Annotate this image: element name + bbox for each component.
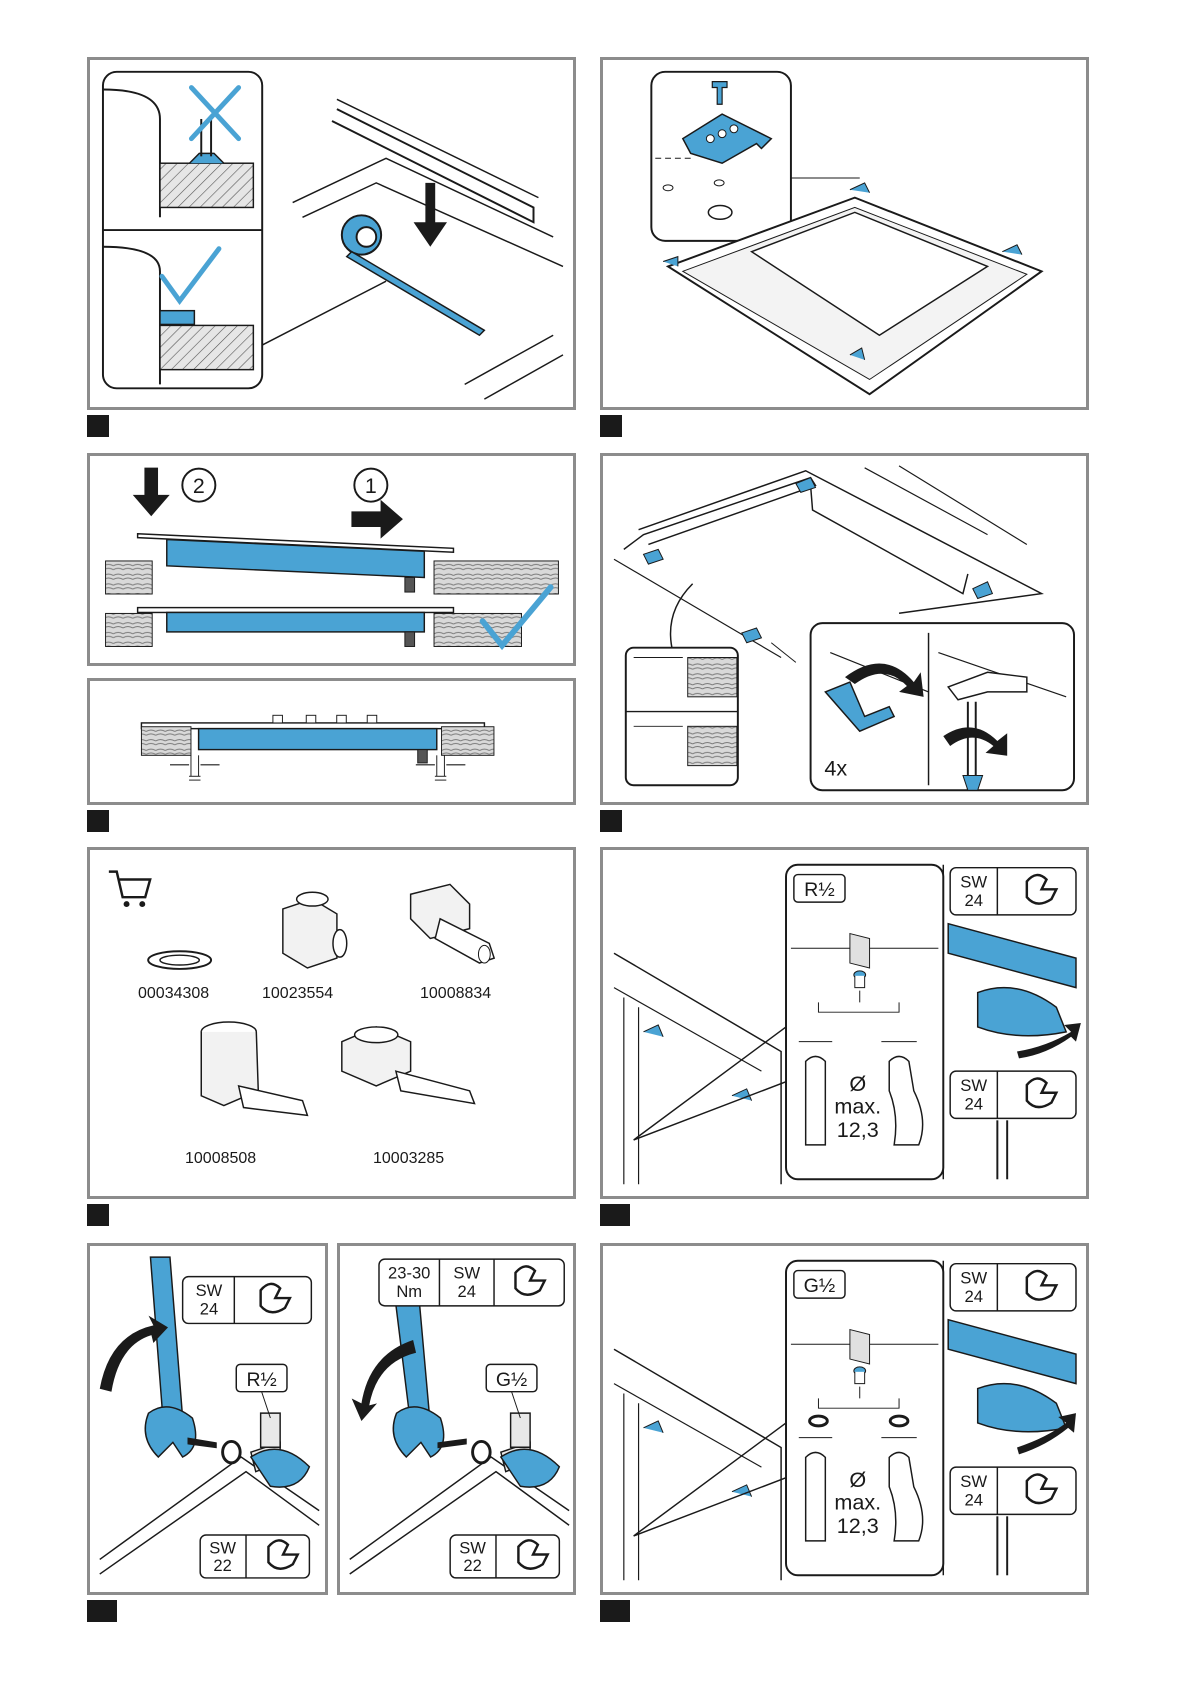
torque-unit: Nm [396, 1282, 422, 1301]
wrench-size-label: SW [209, 1539, 236, 1558]
insert-hob-illustration: 2 1 [90, 456, 573, 663]
callout-2: 2 [193, 474, 205, 498]
wrench-size-label: SW [459, 1539, 486, 1558]
shopping-cart-icon [109, 872, 150, 907]
diameter-symbol: Ø [849, 1071, 866, 1096]
step-marker [600, 415, 622, 437]
panel-g-thread-connection: G½ Ø max. 12,3 SW 24 SW 24 [600, 1243, 1089, 1595]
step-marker [600, 1204, 630, 1226]
r-thread-illustration: R½ Ø max. 12,3 SW 24 SW 24 [603, 850, 1086, 1196]
part-number: 10023554 [262, 985, 333, 1003]
wrench-size-value: 22 [213, 1556, 231, 1575]
spacing-illustration [90, 681, 573, 802]
brackets-illustration [603, 60, 1086, 407]
wrench-size-label: SW [960, 872, 987, 891]
thread-label: G½ [496, 1369, 527, 1391]
panel-spacing [87, 678, 576, 805]
wrench-size-label: SW [960, 1472, 987, 1491]
angled-hose-nozzle-icon [201, 1022, 307, 1115]
angled-nut-nozzle-icon [342, 1027, 475, 1104]
thread-label: R½ [246, 1369, 276, 1391]
max-value: 12,3 [837, 1117, 879, 1142]
panel-r-thread-connection: R½ Ø max. 12,3 SW 24 SW 24 [600, 847, 1089, 1199]
max-value: 12,3 [837, 1513, 879, 1538]
wrench-size-label: SW [453, 1264, 480, 1283]
torque-value: 23-30 [388, 1264, 430, 1283]
panel-brackets [600, 57, 1089, 410]
g-thread-wrench-illustration: 23-30 Nm SW 24 G½ SW 22 [340, 1246, 573, 1592]
part-number: 10008508 [185, 1150, 256, 1168]
wrench-size-label: SW [960, 1268, 987, 1287]
panel-insert-hob: 2 1 [87, 453, 576, 666]
wrench-size-label: SW [196, 1281, 223, 1300]
panel-r-thread-wrench: SW 24 R½ SW 22 [87, 1243, 328, 1595]
part-number: 10003285 [373, 1150, 444, 1168]
part-number: 10008834 [420, 985, 491, 1003]
seal-tape-illustration [90, 60, 573, 407]
wrench-size-value: 22 [463, 1556, 481, 1575]
arrow-right-icon [351, 500, 403, 539]
wrench-size-value: 24 [964, 1095, 983, 1114]
quantity-label: 4x [824, 755, 847, 780]
clips-illustration: 4x [603, 456, 1086, 802]
wrench-size-value: 24 [200, 1300, 218, 1319]
step-marker [600, 1600, 630, 1622]
step-marker [600, 810, 622, 832]
thread-label: G½ [804, 1275, 836, 1297]
wrench-size-value: 24 [964, 891, 983, 910]
elbow-adapter-icon [283, 892, 347, 968]
diameter-symbol: Ø [849, 1467, 866, 1492]
panel-seal-tape [87, 57, 576, 410]
g-thread-illustration: G½ Ø max. 12,3 SW 24 SW 24 [603, 1246, 1086, 1592]
thread-label: R½ [804, 879, 835, 901]
wrench-size-value: 24 [458, 1282, 476, 1301]
panel-parts: 00034308 10023554 10008834 10008508 1000… [87, 847, 576, 1199]
arrow-down-icon [133, 468, 170, 517]
step-marker [87, 415, 109, 437]
step-marker [87, 1600, 117, 1622]
panel-g-thread-wrench: 23-30 Nm SW 24 G½ SW 22 [337, 1243, 576, 1595]
callout-1: 1 [365, 474, 377, 498]
step-marker [87, 810, 109, 832]
part-number: 00034308 [138, 985, 209, 1003]
panel-clips: 4x [600, 453, 1089, 805]
r-thread-wrench-illustration: SW 24 R½ SW 22 [90, 1246, 325, 1592]
parts-illustration [90, 850, 573, 1196]
step-marker [87, 1204, 109, 1226]
wrench-size-value: 24 [964, 1491, 983, 1510]
max-label: max. [834, 1489, 881, 1514]
max-label: max. [834, 1093, 881, 1118]
arrow-down-icon [414, 183, 447, 247]
wrench-size-label: SW [960, 1076, 987, 1095]
straight-hose-nozzle-icon [411, 884, 495, 963]
wrench-size-value: 24 [964, 1287, 983, 1306]
